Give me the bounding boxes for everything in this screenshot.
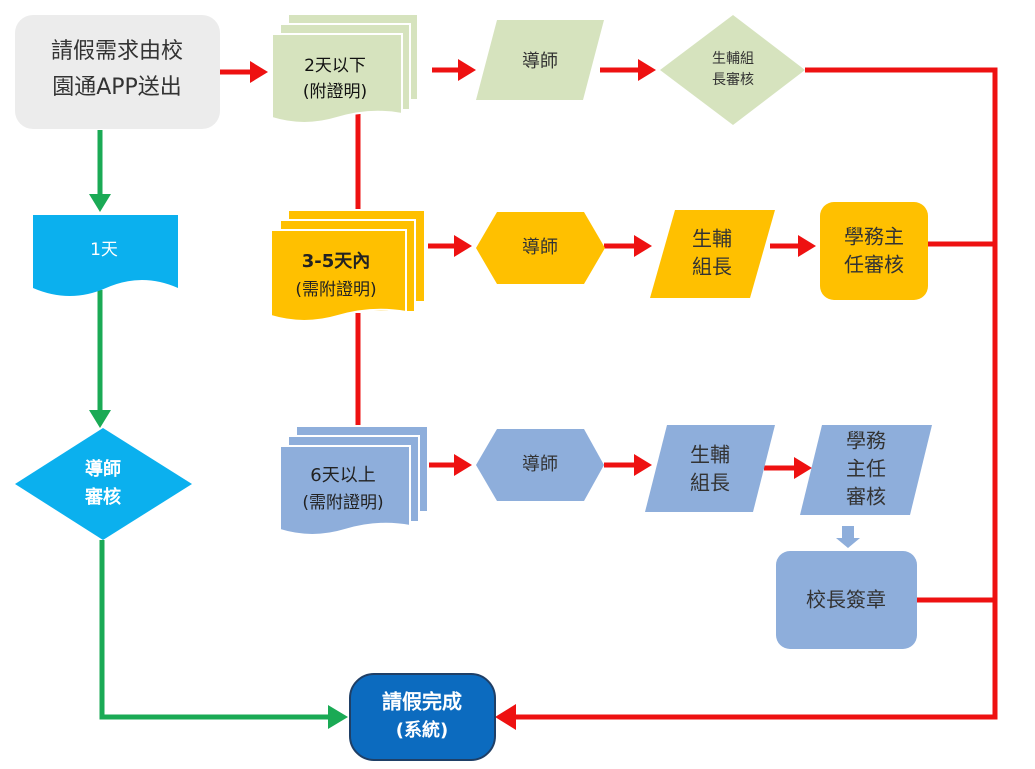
- six-plus-life-line2: 組長: [690, 471, 730, 495]
- end-line2: (系統): [396, 719, 448, 741]
- green-review-to-end: [99, 540, 330, 720]
- six-plus-doc-line2: (需附證明): [302, 493, 383, 513]
- end-node: 請假完成 (系統): [349, 673, 496, 761]
- green-arrow-3: [328, 705, 348, 729]
- start-node: 請假需求由校 園通APP送出: [15, 15, 220, 129]
- six-plus-tutor: 導師: [476, 429, 604, 501]
- three-to-five-doc-line1: 3-5天內: [302, 251, 371, 272]
- six-plus-dean-line3: 審核: [846, 485, 886, 509]
- tutor-review-line1: 導師: [85, 458, 121, 480]
- three-to-five-dean-line2: 任審核: [844, 253, 904, 277]
- start-line2: 園通APP送出: [52, 75, 182, 100]
- under2-review-line1: 生輔組: [712, 51, 754, 67]
- three-to-five-multidocument: 3-5天內 (需附證明): [270, 209, 426, 322]
- blue-down-arrow: [836, 526, 860, 548]
- three-to-five-tutor-label: 導師: [522, 237, 558, 258]
- red-arrows: [220, 59, 816, 479]
- six-plus-dean-line2: 主任: [846, 457, 886, 481]
- six-plus-dean-line1: 學務: [846, 429, 886, 453]
- green-arrow-1: [89, 194, 111, 212]
- three-to-five-dean-line1: 學務主: [844, 225, 904, 249]
- three-to-five-dean: 學務主 任審核: [820, 202, 928, 300]
- tutor-review-diamond: 導師 審核: [15, 428, 192, 540]
- end-line1: 請假完成: [382, 690, 462, 714]
- one-day-label: 1天: [90, 240, 118, 260]
- principal-seal: 校長簽章: [776, 551, 917, 649]
- three-to-five-life-line1: 生輔: [692, 227, 732, 251]
- under2-doc-line1: 2天以下: [304, 56, 366, 76]
- under2-doc-line2: (附證明): [303, 82, 367, 102]
- under2-multidocument: 2天以下 (附證明): [271, 13, 419, 124]
- three-to-five-doc-line2: (需附證明): [295, 280, 376, 300]
- under2-review-diamond: 生輔組 長審核: [660, 15, 805, 125]
- red-collector-right: [512, 67, 998, 720]
- principal-label: 校長簽章: [806, 588, 886, 612]
- three-to-five-life-line2: 組長: [692, 255, 732, 279]
- six-plus-multidocument: 6天以上 (需附證明): [279, 425, 429, 536]
- six-plus-tutor-label: 導師: [522, 454, 558, 475]
- tutor-review-line2: 審核: [84, 486, 121, 508]
- six-plus-doc-line1: 6天以上: [310, 465, 375, 486]
- six-plus-life-line1: 生輔: [690, 443, 730, 467]
- green-arrow-2: [89, 410, 111, 428]
- under2-tutor-label: 導師: [522, 51, 558, 72]
- arrow-into-end: [495, 704, 516, 730]
- six-plus-life-advisor: 生輔 組長: [645, 425, 775, 512]
- start-line1: 請假需求由校: [51, 39, 183, 64]
- one-day-document: 1天: [33, 215, 178, 296]
- six-plus-dean: 學務 主任 審核: [800, 425, 932, 515]
- three-to-five-life-advisor: 生輔 組長: [650, 210, 775, 298]
- under2-tutor: 導師: [476, 20, 604, 100]
- under2-review-line2: 長審核: [712, 72, 754, 88]
- three-to-five-tutor: 導師: [476, 212, 605, 284]
